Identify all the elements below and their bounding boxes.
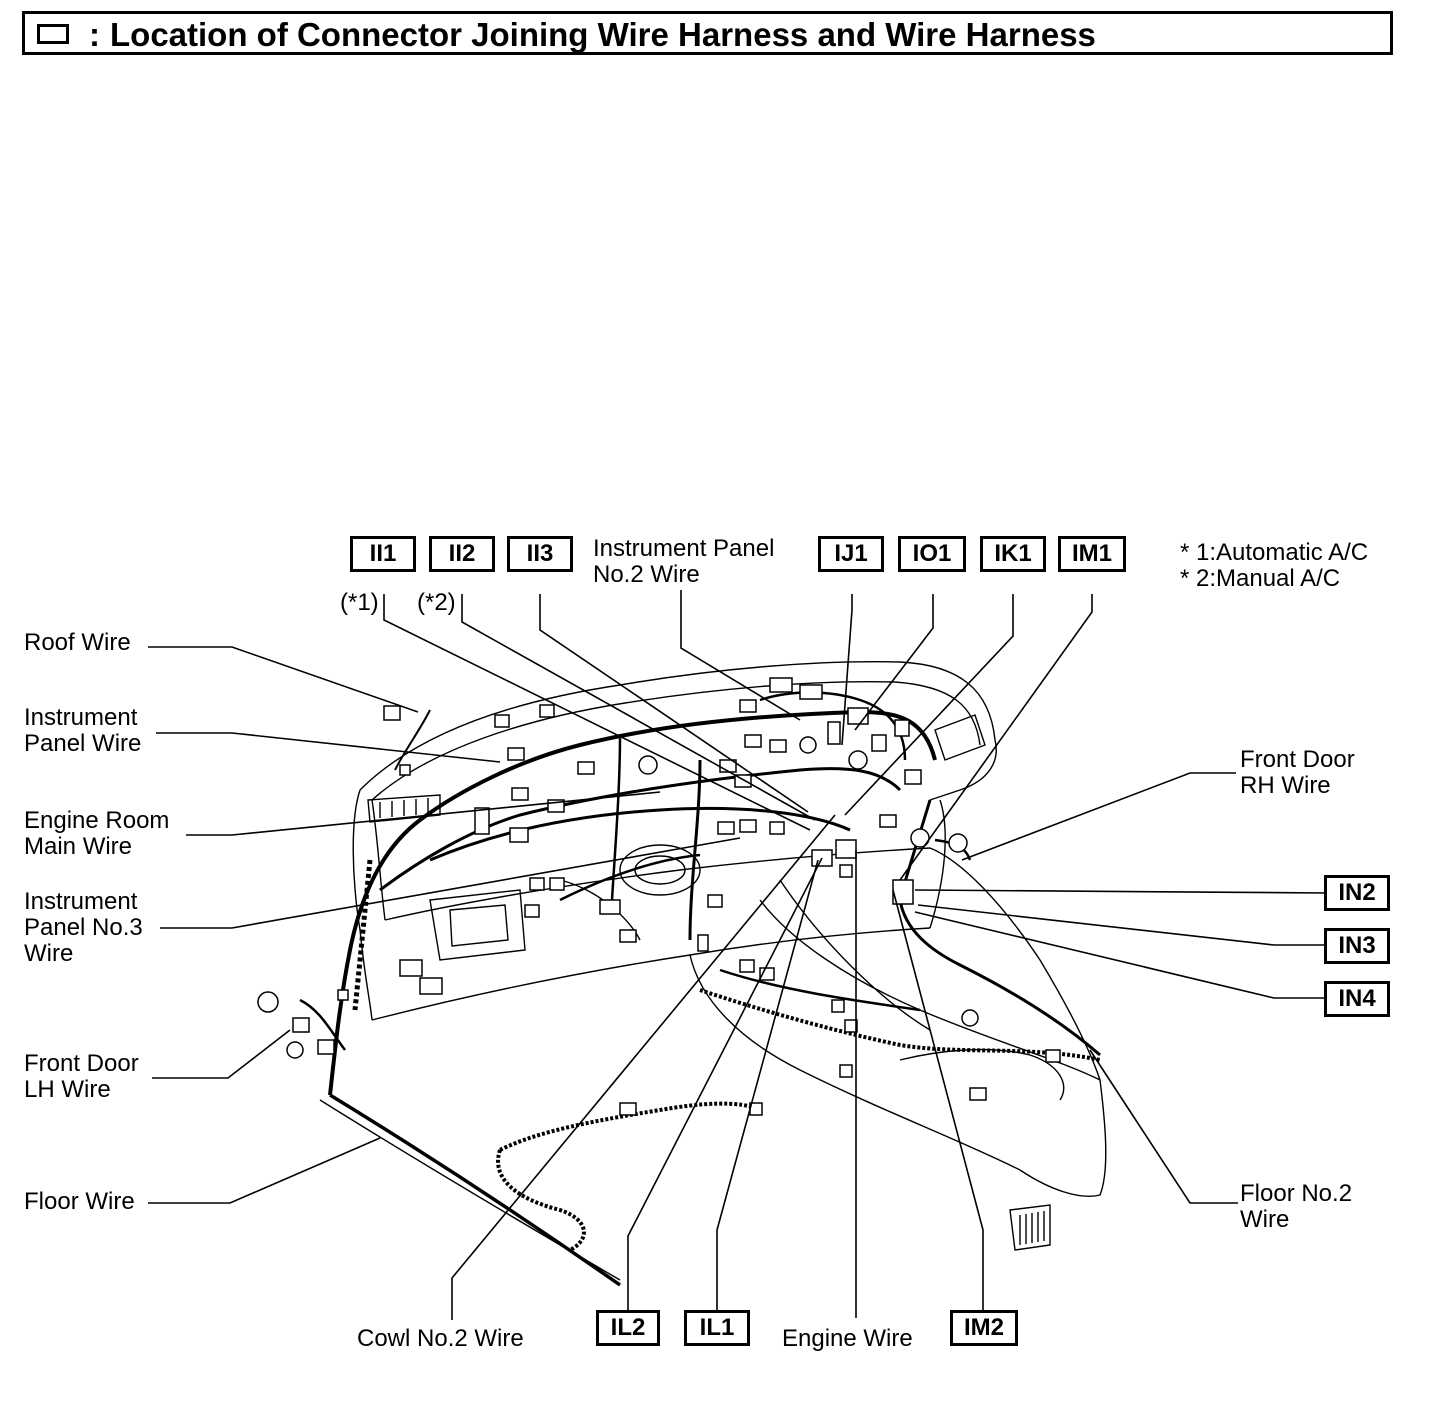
page-title: : Location of Connector Joining Wire Harn… bbox=[89, 17, 1096, 53]
connector-im1-box[interactable]: IM1 bbox=[1058, 536, 1126, 572]
connector-ii1-box[interactable]: II1 bbox=[350, 536, 416, 572]
note-manual-ac: * 2:Manual A/C bbox=[1180, 565, 1341, 592]
label-instrument-panel-wire-line1: Instrument bbox=[24, 704, 138, 731]
leader-lines bbox=[148, 590, 1329, 1320]
rectangle-outline-icon bbox=[37, 24, 69, 44]
label-instrument-panel-no3-wire-line3: Wire bbox=[24, 940, 74, 967]
connector-il1-box[interactable]: IL1 bbox=[684, 1310, 750, 1346]
label-instrument-panel-no2-wire-line2: No.2 Wire bbox=[593, 561, 700, 588]
header-bar: : Location of Connector Joining Wire Harn… bbox=[22, 11, 1393, 55]
variant-mark-star2: (*2) bbox=[417, 589, 456, 616]
connector-in4-box[interactable]: IN4 bbox=[1324, 981, 1390, 1017]
note-automatic-ac: * 1:Automatic A/C bbox=[1180, 539, 1369, 566]
label-instrument-panel-no3-wire-line1: Instrument bbox=[24, 888, 138, 915]
label-front-door-lh-wire-line1: Front Door bbox=[24, 1050, 139, 1077]
dashboard-outline bbox=[319, 661, 1107, 1281]
label-roof-wire: Roof Wire bbox=[24, 629, 131, 656]
label-front-door-rh-wire-line2: RH Wire bbox=[1240, 772, 1331, 799]
connector-ik1-box[interactable]: IK1 bbox=[980, 536, 1046, 572]
label-engine-room-main-wire-line2: Main Wire bbox=[24, 833, 133, 860]
connector-ii2-box[interactable]: II2 bbox=[429, 536, 495, 572]
label-instrument-panel-no2-wire-line1: Instrument Panel bbox=[593, 535, 775, 562]
label-front-door-lh-wire-line2: LH Wire bbox=[24, 1076, 111, 1103]
label-instrument-panel-wire-line2: Panel Wire bbox=[24, 730, 142, 757]
connector-im2-box[interactable]: IM2 bbox=[950, 1310, 1018, 1346]
label-floor-wire: Floor Wire bbox=[24, 1188, 135, 1215]
connector-io1-box[interactable]: IO1 bbox=[898, 536, 966, 572]
label-engine-wire: Engine Wire bbox=[782, 1325, 913, 1352]
label-instrument-panel-no3-wire-line2: Panel No.3 bbox=[24, 914, 143, 941]
connector-ij1-box[interactable]: IJ1 bbox=[818, 536, 884, 572]
connector-ii3-box[interactable]: II3 bbox=[507, 536, 573, 572]
connector-in3-box[interactable]: IN3 bbox=[1324, 928, 1390, 964]
label-floor-no2-wire-line2: Wire bbox=[1240, 1206, 1290, 1233]
variant-mark-star1: (*1) bbox=[340, 589, 379, 616]
title-text: Location of Connector Joining Wire Harne… bbox=[110, 16, 1096, 53]
title-colon: : bbox=[89, 16, 100, 53]
connector-il2-box[interactable]: IL2 bbox=[596, 1310, 660, 1346]
harness-bundles bbox=[299, 691, 1101, 1287]
label-floor-no2-wire-line1: Floor No.2 bbox=[1240, 1180, 1353, 1207]
label-front-door-rh-wire-line1: Front Door bbox=[1240, 746, 1355, 773]
label-engine-room-main-wire-line1: Engine Room bbox=[24, 807, 170, 834]
connector-in2-box[interactable]: IN2 bbox=[1324, 875, 1390, 911]
label-cowl-no2-wire: Cowl No.2 Wire bbox=[357, 1325, 524, 1352]
